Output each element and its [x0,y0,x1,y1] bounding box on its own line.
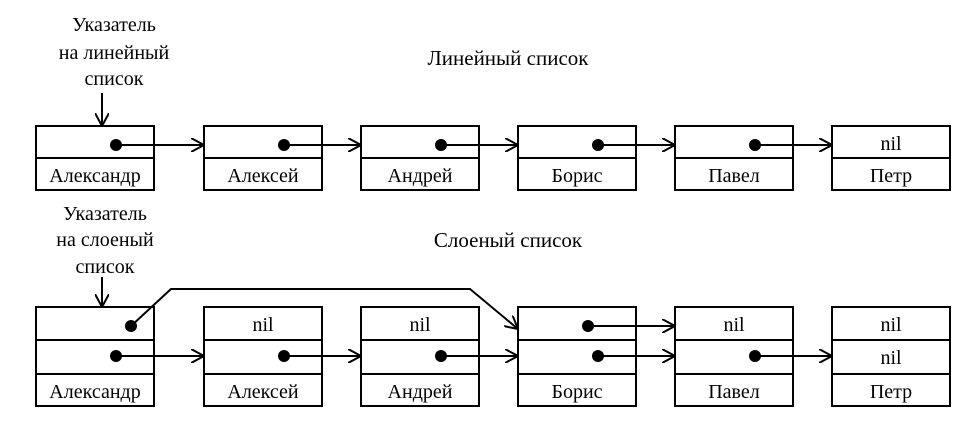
skip-list-pointer-label: Указатель на слоеный список [56,203,154,278]
list-node: Алексей [203,125,323,191]
node-name-cell [517,373,637,407]
nil-label: nil [880,347,902,369]
list-node: Борис [517,306,637,407]
node-name: Борис [551,381,602,403]
pointer-label-line: Указатель [63,203,147,225]
node-name: Александр [49,165,140,187]
pointer-label-line: на линейный [59,42,170,64]
node-name: Александр [49,381,140,403]
level1-link [592,350,675,362]
pointer-label-line: Указатель [72,14,156,36]
pointer-label-line: список [76,256,135,278]
list-node: Андрей [360,125,480,191]
level2-link [582,320,675,332]
node-level2-cell [831,306,951,341]
node-name-cell [360,157,480,191]
node-name-cell [831,157,951,191]
node-level2-cell [360,306,480,341]
node-next-cell [831,125,951,159]
node-name-cell [831,373,951,407]
node-name: Борис [551,165,602,187]
nil-label: nil [723,314,745,336]
list-node: Павел nil [674,306,794,407]
skip-list: Слоеный список Указатель на слоеный спис… [35,203,951,407]
node-name: Павел [708,381,760,403]
node-name-cell [674,373,794,407]
level1-link [278,350,361,362]
list-node: Александр [35,125,155,191]
node-name: Петр [870,165,912,187]
nil-label: nil [880,133,902,155]
node-name-cell [360,373,480,407]
node-name: Алексей [227,381,299,403]
express-link-arrow [130,288,518,329]
linear-list-nodes: Александр Алексей Андрей Борис Павел Петр nil [35,125,951,191]
node-name-cell [517,157,637,191]
level1-link [749,350,832,362]
list-node: Борис [517,125,637,191]
nil-label: nil [409,314,431,336]
level1-link [435,350,518,362]
skip-list-title: Слоеный список [434,228,583,252]
node-name: Андрей [388,381,453,403]
node-name-cell [35,157,155,191]
node-name-cell [203,157,323,191]
node-name: Алексей [227,165,299,187]
node-next-cell [517,125,637,159]
skip-list-links [110,288,832,362]
linear-list-title: Линейный список [428,46,590,70]
node-level2-cell [203,306,323,341]
level1-link [110,350,204,362]
node-next-cell [674,125,794,159]
pointer-label-line: список [85,68,144,90]
list-node: Петр nil nil [831,306,951,407]
list-node: Петр nil [831,125,951,191]
list-node: Алексей nil [203,306,323,407]
node-name: Андрей [388,165,453,187]
node-next-cell [203,125,323,159]
list-node: Александр [35,306,155,407]
linear-list: Линейный список Указатель на линейный сп… [35,14,951,191]
linear-list-pointer-label: Указатель на линейный список [59,14,170,90]
nil-label: nil [252,314,274,336]
node-name-cell [203,373,323,407]
nil-label: nil [880,314,902,336]
node-level2-cell [517,306,637,341]
node-name: Павел [708,165,760,187]
node-name-cell [35,373,155,407]
node-name-cell [674,157,794,191]
list-node: Павел [674,125,794,191]
node-next-cell [360,125,480,159]
node-name: Петр [870,381,912,403]
node-next-cell [35,125,155,159]
level2-link-express [125,288,518,332]
pointer-label-line: на слоеный [56,229,154,251]
